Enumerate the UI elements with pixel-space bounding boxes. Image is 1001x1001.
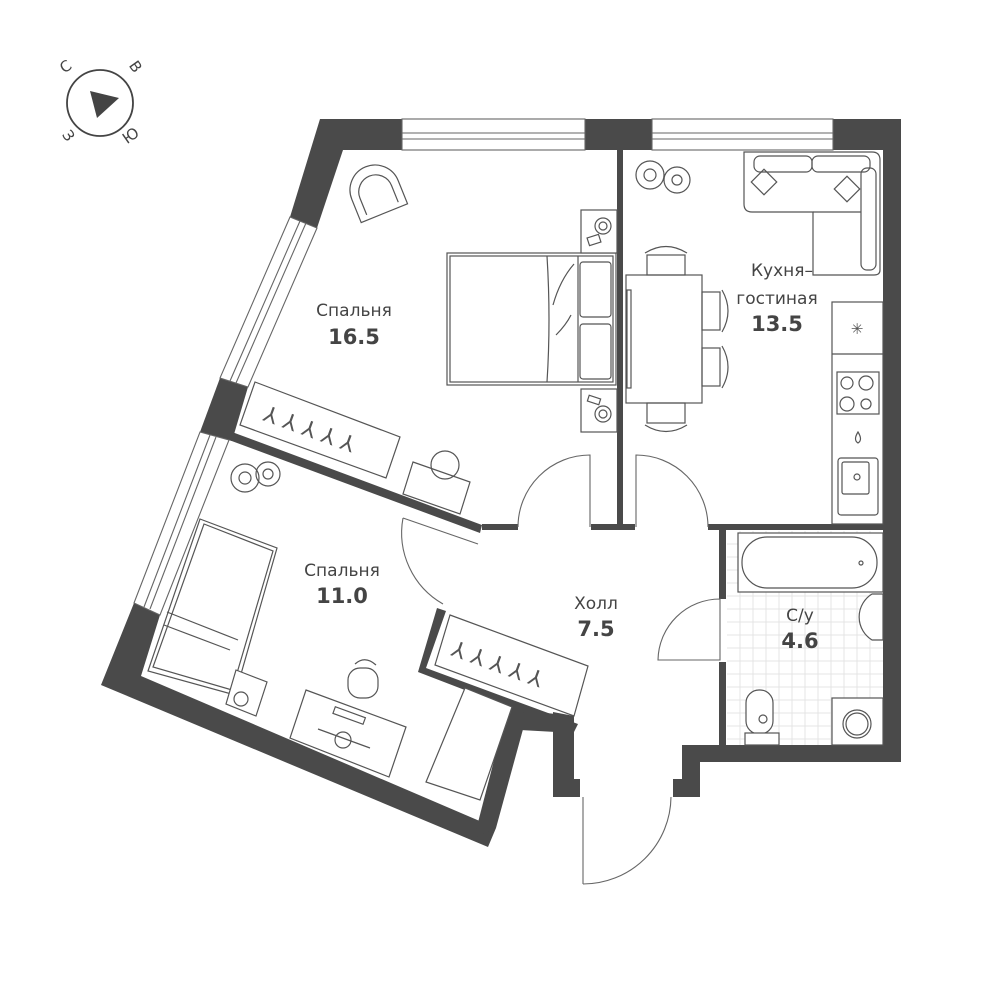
room-area: 7.5	[577, 617, 614, 641]
room-label-bedroom-1: Спальня 16.5	[316, 301, 392, 349]
compass-north-label: С	[56, 56, 75, 77]
doors	[401, 454, 721, 885]
compass-west-label: З	[58, 127, 78, 145]
room-labels: Спальня 16.5 Кухня– гостиная 13.5 Спальн…	[304, 261, 818, 653]
window-kitchen-top	[651, 118, 834, 151]
kitchen-counter	[831, 301, 884, 525]
window-bedroom2-left	[133, 431, 230, 616]
double-bed-icon	[446, 252, 617, 386]
wall-bedroom-kitchen	[617, 150, 623, 526]
room-name: Спальня	[304, 561, 380, 581]
room-name-line1: Кухня–	[751, 261, 813, 281]
wall-hall-top-left	[482, 524, 518, 530]
windows	[133, 118, 834, 616]
bathtub-icon	[737, 532, 884, 593]
wardrobe-hall-icon	[434, 614, 589, 717]
room-area: 11.0	[316, 584, 368, 608]
compass: С В Ю З	[56, 56, 145, 147]
wall-bottom-left	[101, 603, 496, 847]
armchair-icon	[349, 164, 409, 224]
wall-hall-closet-corner	[520, 711, 574, 733]
washing-machine-icon	[831, 697, 884, 746]
compass-ring	[66, 69, 134, 137]
dishwasher-icon	[854, 430, 862, 444]
wall-hall-top-middle	[591, 524, 635, 530]
door-bedroom2	[401, 517, 444, 605]
wall-top-middle	[585, 119, 652, 150]
wardrobe-bedroom1-icon	[239, 381, 401, 479]
stove-icon	[836, 371, 880, 415]
fridge-icon: ✳	[851, 320, 864, 338]
nightstand-top-icon	[580, 209, 618, 254]
plant-icon	[635, 160, 691, 194]
door-bedroom1	[517, 454, 591, 528]
window-bedroom1-left	[219, 216, 318, 388]
bathroom-fixtures	[737, 532, 884, 746]
dining-chair-icon	[644, 245, 729, 433]
wall-top-left-corner	[290, 119, 402, 228]
room-name: Спальня	[316, 301, 392, 321]
window-bedroom1-top	[401, 118, 586, 151]
interior-walls	[229, 150, 883, 746]
wall-entrance-right	[673, 745, 700, 797]
wall-bedroom-divider	[229, 432, 482, 533]
wall-top-right-corner	[833, 119, 901, 762]
sofa-icon	[743, 151, 881, 276]
wall-bathroom-left-lower	[719, 662, 726, 746]
room-name: Холл	[574, 594, 618, 614]
wall-hall-top-right	[708, 524, 883, 530]
bedroom2-furniture	[147, 461, 407, 778]
compass-arrow-icon	[90, 91, 119, 118]
room-area: 16.5	[328, 325, 380, 349]
plant-icon	[230, 461, 281, 493]
room-label-hall: Холл 7.5	[574, 594, 618, 641]
room-name-line2: гостиная	[736, 289, 817, 309]
door-kitchen	[635, 454, 709, 528]
dresser-icon	[402, 461, 471, 515]
room-area: 4.6	[781, 629, 818, 653]
nightstand-bottom-icon	[580, 388, 618, 433]
dining-table-icon	[625, 274, 703, 404]
wall-entrance-left	[553, 712, 580, 797]
wall-closet-right	[474, 706, 528, 838]
hall-furniture: ⅄ ⅄ ⅄ ⅄ ⅄	[425, 614, 589, 801]
washbasin-icon	[858, 593, 884, 641]
room-label-bathroom: С/у 4.6	[781, 606, 818, 653]
toilet-icon	[745, 689, 774, 735]
wall-left-pier	[200, 378, 248, 441]
desk-chair-icon	[347, 659, 379, 699]
room-area: 13.5	[751, 312, 803, 336]
door-entrance	[582, 796, 672, 885]
compass-east-label: В	[125, 57, 146, 76]
room-name: С/у	[786, 606, 814, 626]
kitchen-furniture: ✳	[625, 151, 884, 525]
wall-bottom-right	[700, 745, 901, 762]
bedroom1-furniture: ⅄ ⅄ ⅄ ⅄ ⅄	[239, 164, 618, 515]
door-bathroom	[657, 598, 721, 661]
room-label-kitchen-living: Кухня– гостиная 13.5	[736, 261, 817, 336]
wall-bathroom-left-upper	[719, 530, 726, 599]
sink-icon	[837, 457, 879, 516]
exterior-walls	[101, 119, 901, 847]
room-label-bedroom-2: Спальня 11.0	[304, 561, 380, 608]
wardrobe-bedroom2-icon	[425, 687, 513, 801]
